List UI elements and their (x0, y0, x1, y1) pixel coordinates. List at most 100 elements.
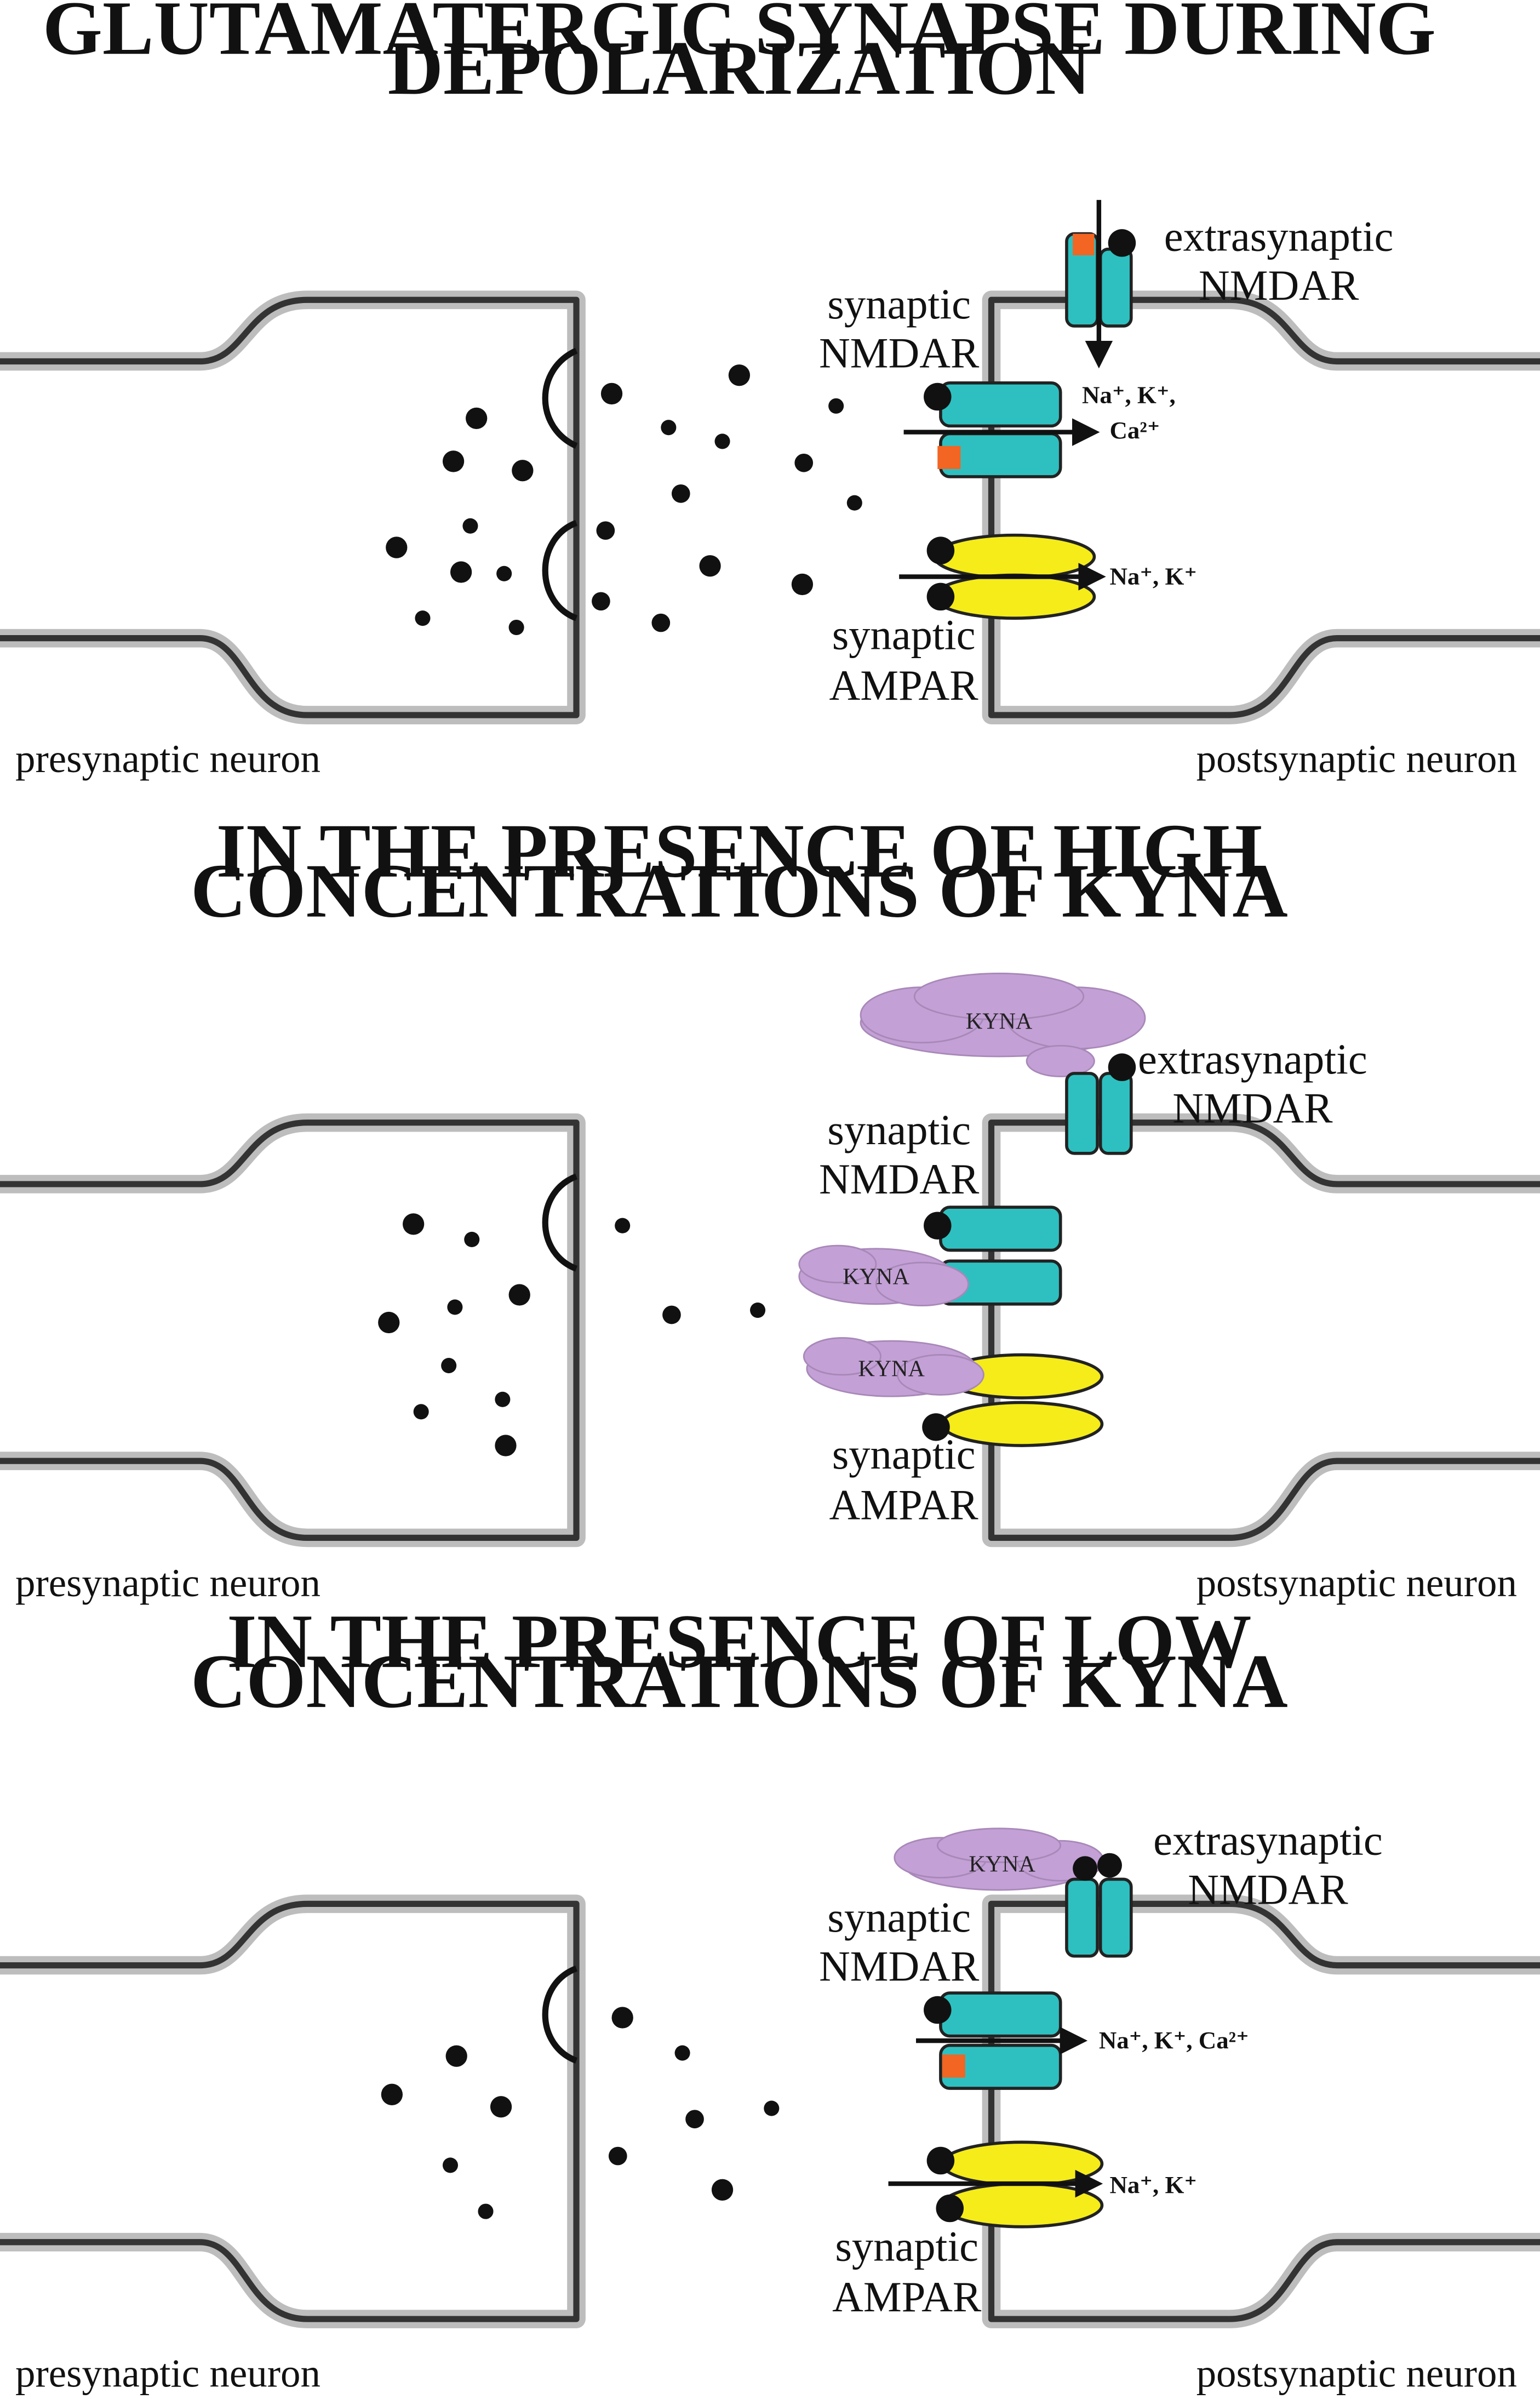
glutamate-dot (508, 1284, 530, 1306)
glutamate-dot (413, 1404, 429, 1420)
synaptic-nmdar (924, 1206, 1062, 1306)
kyna-label: KYNA (966, 1009, 1033, 1034)
glycine-site (1073, 233, 1095, 255)
glutamate-bound (924, 1212, 952, 1240)
postsynaptic-label: postsynaptic neuron (1196, 2351, 1517, 2396)
postsynaptic-terminal (991, 1123, 1540, 1538)
glutamate-dot (403, 1213, 425, 1235)
kyna-label: KYNA (969, 1852, 1035, 1877)
glutamate-dot (478, 2203, 494, 2219)
glutamate-molecules (381, 2007, 780, 2219)
panel-title-line1: IN THE PRESENCE OF HIGH (216, 809, 1262, 894)
synaptic-nmdar (916, 1991, 1088, 2090)
presynaptic-terminal (0, 300, 576, 715)
glutamate-dot (466, 407, 488, 429)
glutamate-dot (386, 536, 408, 558)
vesicle-fusion-pore (542, 519, 578, 621)
glutamate-bound (926, 582, 955, 611)
glutamate-bound (924, 382, 952, 411)
presynaptic-terminal (0, 1123, 576, 1538)
glutamate-dot (495, 1435, 517, 1456)
glutamate-dot (495, 1391, 511, 1407)
glutamate-dot (447, 1299, 463, 1315)
glutamate-dot (596, 521, 615, 540)
panel-low-kyna: IN THE PRESENCE OF LOW CONCENTRATIONS OF… (0, 1599, 1540, 2396)
glutamate-bound (936, 2194, 964, 2223)
glutamate-dot (512, 460, 534, 482)
presynaptic-label: presynaptic neuron (15, 736, 320, 781)
glutamate-dot (714, 433, 730, 449)
glutamate-dot (794, 453, 814, 472)
glutamate-bound (1097, 1853, 1122, 1878)
glutamate-bound (1108, 229, 1136, 257)
panel-title-line1: IN THE PRESENCE OF LOW (227, 1599, 1251, 1684)
synaptic-nmdar-label: synaptic (827, 1106, 971, 1153)
synaptic-nmdar-label: NMDAR (819, 329, 980, 377)
ion-label: Ca²⁺ (1109, 416, 1160, 444)
synaptic-ampar-label: synaptic (832, 610, 976, 658)
synaptic-ampar-label: synaptic (835, 2222, 978, 2270)
glutamate-bound (926, 536, 955, 564)
glutamate-dot (450, 561, 472, 583)
glutamate-dot (608, 2146, 627, 2166)
glutamate-dot (764, 2100, 780, 2116)
synaptic-nmdar (903, 381, 1100, 478)
kyna-label: KYNA (858, 1357, 925, 1382)
extrasynaptic-nmdar (1065, 199, 1136, 369)
panel-title-line1: GLUTAMATERGIC SYNAPSE DURING (43, 0, 1436, 71)
synaptic-ampar (899, 533, 1106, 620)
extrasynaptic-nmdar (1065, 1853, 1133, 1958)
glutamate-dot (490, 2096, 512, 2118)
glutamate-dot (442, 450, 465, 472)
synaptic-ampar (922, 1353, 1104, 1447)
panel-high-kyna: IN THE PRESENCE OF HIGH CONCENTRATIONS O… (0, 809, 1540, 1605)
presynaptic-label: presynaptic neuron (15, 1561, 320, 1605)
synaptic-ampar-label: AMPAR (829, 1481, 979, 1529)
glycine-site (942, 2054, 965, 2078)
glutamate-dot (496, 566, 512, 581)
glutamate-dot (699, 555, 721, 577)
glutamate-dot (600, 382, 623, 405)
glutamate-dot (791, 573, 814, 596)
glutamate-dot (441, 1358, 457, 1374)
glutamate-dot (381, 2083, 403, 2105)
ion-label: Na⁺, K⁺, (1082, 381, 1176, 408)
glutamate-dot (661, 420, 677, 436)
glutamate-bound (924, 1996, 952, 2024)
postsynaptic-terminal (991, 1904, 1540, 2319)
extrasynaptic-label: extrasynaptic (1153, 1817, 1383, 1864)
glutamate-dot (611, 2007, 633, 2029)
ion-label: Na⁺, K⁺ (1109, 562, 1197, 590)
glutamate-bound (1073, 1856, 1098, 1881)
kyna-label: KYNA (843, 1264, 909, 1289)
presynaptic-terminal (0, 1904, 576, 2319)
glutamate-dot (711, 2179, 734, 2201)
kyna-cloud-extrasynaptic (860, 973, 1146, 1077)
synaptic-ampar-label: synaptic (832, 1430, 976, 1478)
glutamate-dot (378, 1311, 400, 1334)
synaptic-nmdar-label: NMDAR (819, 1943, 980, 1990)
glutamate-dot (508, 619, 524, 636)
synaptic-nmdar-label: NMDAR (819, 1155, 980, 1203)
synaptic-nmdar-label: synaptic (827, 1893, 971, 1941)
glutamate-dot (415, 610, 431, 626)
glutamate-bound (926, 2146, 955, 2175)
vesicle-fusion-pore (542, 1173, 578, 1272)
postsynaptic-label: postsynaptic neuron (1196, 736, 1517, 781)
postsynaptic-terminal (991, 300, 1540, 715)
ion-label: Na⁺, K⁺, Ca²⁺ (1099, 2026, 1249, 2054)
glutamate-bound (922, 1413, 950, 1441)
glutamate-dot (685, 2110, 704, 2129)
vesicle-fusion-pore (542, 347, 578, 449)
extrasynaptic-label: NMDAR (1188, 1865, 1348, 1913)
glutamate-dot (651, 613, 671, 632)
extrasynaptic-nmdar (1065, 1053, 1136, 1155)
glutamate-dot (828, 398, 844, 414)
glutamate-dot (662, 1305, 681, 1324)
glutamate-dot (750, 1303, 766, 1318)
synaptic-ampar (888, 2140, 1104, 2229)
extrasynaptic-label: NMDAR (1199, 261, 1359, 309)
synaptic-nmdar-label: synaptic (827, 280, 971, 328)
panel-title-line2: CONCENTRATIONS OF KYNA (191, 1639, 1288, 1724)
postsynaptic-label: postsynaptic neuron (1196, 1561, 1517, 1605)
